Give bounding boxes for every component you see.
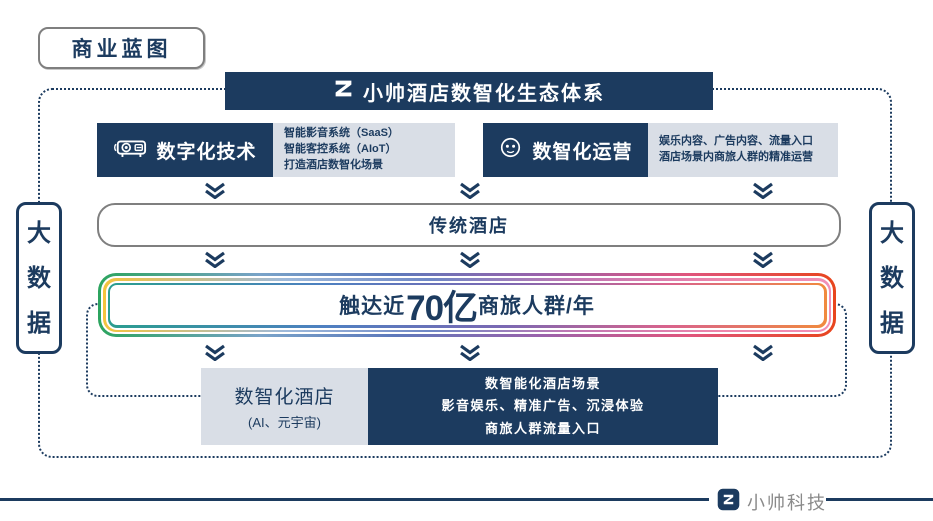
smart-hotel-title: 数智化酒店 [234,387,335,408]
smart-ops-title: 数智化运营 [532,141,633,163]
detail-line: 娱乐内容、广告内容、流量入口 [659,135,813,148]
double-chevron-down-icon [457,182,483,200]
smart-hotel-box: 数智化酒店 (AI、元宇宙) [201,368,368,445]
double-chevron-down-icon [457,344,483,362]
double-chevron-down-icon [750,251,776,269]
digital-tech-header: 数字化技术 [97,123,273,177]
big-data-box-right: 大数据 [869,202,915,354]
scene-box: 数智能化酒店场景 影音娱乐、精准广告、沉浸体验 商旅人群流量入口 [368,368,718,445]
detail-line: 酒店场景内商旅人群的精准运营 [659,151,813,163]
footer-brand-name: 小帅科技 [747,493,827,513]
double-chevron-down-icon [750,344,776,362]
detail-line: 智能客控系统（AIoT） [284,143,397,156]
double-chevron-down-icon [202,251,228,269]
scene-line: 数智能化酒店场景 [484,376,601,392]
ai-face-icon [498,135,523,165]
detail-line: 打造酒店数智化场景 [284,158,383,171]
projector-icon [113,135,147,166]
big-data-box-left: 大数据 [16,202,62,354]
digital-tech-details: 智能影音系统（SaaS） 智能客控系统（AIoT） 打造酒店数智化场景 [273,123,455,177]
traditional-hotel-label: 传统酒店 [429,216,509,236]
xiaoshuai-logo-icon [333,78,354,104]
digital-tech-title: 数字化技术 [156,141,257,163]
slide-title-box: 商业蓝图 [38,27,205,69]
reach-prefix: 触达近 [339,295,406,318]
smart-hotel-subtitle: (AI、元宇宙) [248,415,321,430]
smart-ops-header: 数智化运营 [483,123,648,177]
double-chevron-down-icon [750,182,776,200]
scene-line: 商旅人群流量入口 [484,420,601,436]
reach-highlight: 70亿 [406,288,478,328]
traditional-hotel-box: 传统酒店 [97,203,841,247]
ecosystem-banner-label: 小帅酒店数智化生态体系 [363,82,605,105]
reach-banner: 触达近 70亿 商旅人群/年 [98,273,836,337]
ecosystem-banner: 小帅酒店数智化生态体系 [225,72,713,110]
double-chevron-down-icon [202,182,228,200]
smart-ops-details: 娱乐内容、广告内容、流量入口 酒店场景内商旅人群的精准运营 [648,123,838,177]
xiaoshuai-logo-icon [717,488,740,511]
reach-suffix: 商旅人群/年 [478,295,595,318]
detail-line: 智能影音系统（SaaS） [284,127,399,140]
double-chevron-down-icon [457,251,483,269]
slide-title: 商业蓝图 [71,38,172,61]
footer-divider-left [0,498,709,501]
footer-divider-right [826,498,933,501]
double-chevron-down-icon [202,344,228,362]
scene-line: 影音娱乐、精准广告、沉浸体验 [441,398,645,414]
